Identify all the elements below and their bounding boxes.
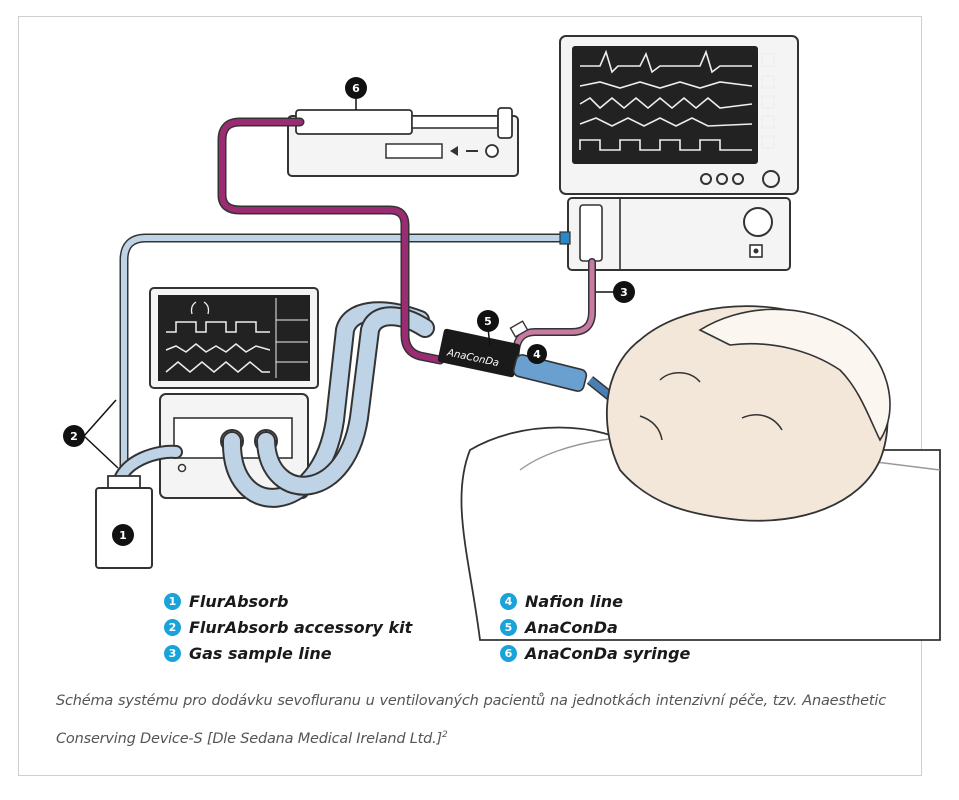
gas-sample-line bbox=[509, 258, 596, 370]
callouts: 1 2 3 4 5 6 bbox=[63, 77, 635, 546]
callout-3: 3 bbox=[596, 281, 635, 303]
breathing-circuit bbox=[111, 231, 571, 508]
syringe-line bbox=[217, 117, 445, 365]
legend-label: AnaConDa syringe bbox=[525, 643, 691, 663]
legend-number-badge: 6 bbox=[500, 644, 517, 662]
legend-item: 2 FlurAbsorb accessory kit bbox=[164, 614, 412, 640]
legend-number-badge: 4 bbox=[500, 592, 517, 610]
legend-item: 1 FlurAbsorb bbox=[164, 588, 412, 614]
svg-text:4: 4 bbox=[533, 348, 541, 361]
legend-label: FlurAbsorb accessory kit bbox=[189, 617, 413, 637]
caption-text: Schéma systému pro dodávku sevofluranu u… bbox=[56, 693, 886, 747]
legend-column-left: 1 FlurAbsorb 2 FlurAbsorb accessory kit … bbox=[164, 588, 412, 666]
callout-5: 5 bbox=[477, 310, 499, 347]
legend-number-badge: 3 bbox=[164, 644, 181, 662]
legend-label: Gas sample line bbox=[189, 643, 332, 663]
legend-label: FlurAbsorb bbox=[189, 591, 289, 611]
legend-number-badge: 1 bbox=[164, 592, 181, 610]
svg-text:3: 3 bbox=[620, 286, 628, 299]
callout-2: 2 bbox=[63, 399, 119, 469]
patient-monitor bbox=[559, 35, 799, 195]
patient bbox=[460, 305, 941, 641]
legend-item: 5 AnaConDa bbox=[500, 614, 690, 640]
svg-text:5: 5 bbox=[484, 315, 492, 328]
callout-4: 4 bbox=[527, 344, 547, 364]
legend-item: 6 AnaConDa syringe bbox=[500, 640, 690, 666]
anaconda-device: AnaConDa bbox=[437, 328, 634, 416]
figure-caption: Schéma systému pro dodávku sevofluranu u… bbox=[56, 684, 886, 756]
caption-reference: 2 bbox=[442, 730, 448, 740]
legend-number-badge: 5 bbox=[500, 618, 517, 636]
legend-number-badge: 2 bbox=[164, 618, 181, 636]
syringe-pump bbox=[287, 107, 519, 177]
legend-item: 3 Gas sample line bbox=[164, 640, 412, 666]
svg-text:2: 2 bbox=[70, 430, 78, 443]
gas-analyzer bbox=[567, 197, 791, 271]
callout-6: 6 bbox=[345, 77, 367, 110]
ventilator-screen bbox=[149, 287, 319, 389]
svg-text:1: 1 bbox=[119, 529, 127, 542]
legend-label: AnaConDa bbox=[525, 617, 618, 637]
callout-1: 1 bbox=[112, 524, 134, 546]
legend-item: 4 Nafion line bbox=[500, 588, 690, 614]
legend-label: Nafion line bbox=[525, 591, 623, 611]
flurabsorb-canister bbox=[95, 475, 153, 569]
legend-column-right: 4 Nafion line 5 AnaConDa 6 AnaConDa syri… bbox=[500, 588, 690, 666]
svg-text:6: 6 bbox=[352, 82, 360, 95]
